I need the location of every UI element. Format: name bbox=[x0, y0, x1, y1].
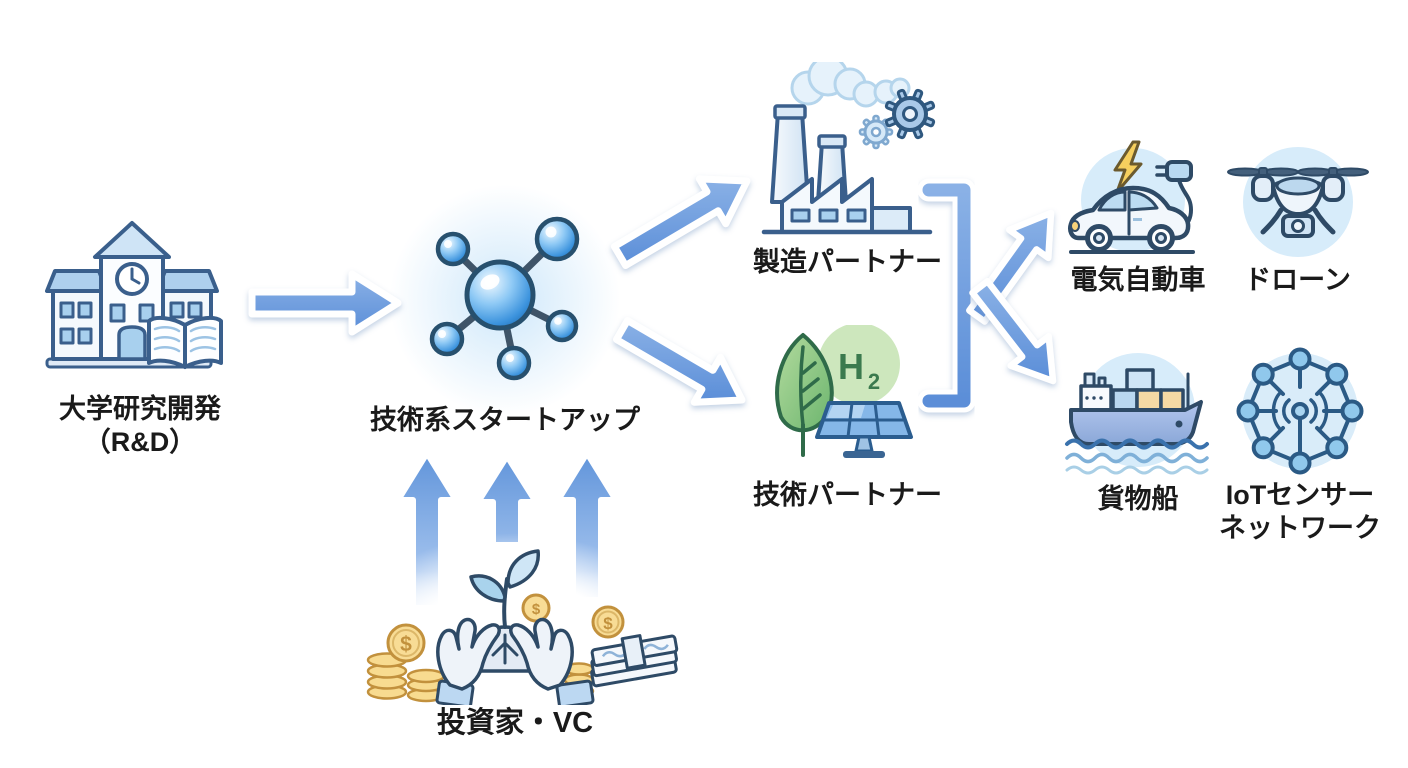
startup-label: 技術系スタートアップ bbox=[370, 405, 640, 435]
investors-label: 投資家・VC bbox=[436, 707, 594, 739]
coin-small-center: $ bbox=[521, 593, 551, 623]
factory-gears-icon bbox=[761, 62, 935, 235]
arrow-university-to-startup bbox=[248, 270, 402, 336]
node-drone: ドローン bbox=[1225, 140, 1370, 297]
node-ev: 電気自動車 bbox=[1058, 140, 1218, 297]
clock-icon bbox=[115, 262, 149, 296]
hands-sprout-money-icon: $ $ bbox=[366, 549, 679, 705]
funding-arrow-middle bbox=[475, 453, 539, 548]
waves bbox=[1065, 438, 1209, 475]
leaf-icon bbox=[774, 333, 834, 457]
cargo-ship-icon bbox=[1065, 353, 1209, 475]
banknote-stack bbox=[590, 634, 679, 688]
ev-label: 電気自動車 bbox=[1070, 265, 1206, 295]
university-building-icon bbox=[45, 221, 223, 369]
iot-sensor-network-icon bbox=[1236, 347, 1364, 475]
dollar-sign: $ bbox=[532, 601, 541, 618]
node-startup: 技術系スタートアップ bbox=[355, 212, 655, 437]
bracket-partners bbox=[917, 178, 976, 413]
node-iot: IoTセンサー ネットワーク bbox=[1219, 345, 1381, 545]
ship-label: 貨物船 bbox=[1097, 484, 1179, 514]
node-investors: $ $ bbox=[350, 543, 680, 740]
node-ship: 貨物船 bbox=[1058, 348, 1218, 516]
university-label-line2: （R&D） bbox=[83, 427, 197, 457]
iot-label-line2: ネットワーク bbox=[1219, 513, 1381, 543]
iot-label-line1: IoTセンサー bbox=[1225, 480, 1375, 510]
smoke-clouds bbox=[790, 62, 910, 108]
molecule-network-icon bbox=[429, 216, 580, 381]
dollar-sign: $ bbox=[400, 633, 412, 656]
sprout-icon bbox=[469, 549, 540, 629]
solar-panel-icon bbox=[814, 401, 913, 458]
leaf-h2-solar-icon: H 2 bbox=[774, 325, 913, 458]
open-book-icon bbox=[147, 315, 223, 369]
node-manufacturing: 製造パートナー bbox=[745, 62, 950, 279]
h2-circle bbox=[817, 325, 900, 405]
node-technology: H 2 技術パートナー bbox=[745, 325, 950, 512]
dollar-sign: $ bbox=[603, 614, 613, 633]
drone-label: ドローン bbox=[1244, 265, 1351, 295]
wifi-arcs bbox=[1271, 390, 1329, 432]
hands-icon bbox=[435, 617, 595, 705]
arrow-startup-to-manufacturing bbox=[610, 175, 751, 269]
lightning-icon bbox=[1113, 140, 1143, 194]
ev-car-plug-icon bbox=[1068, 140, 1195, 254]
gear-small-icon bbox=[858, 114, 893, 150]
coin-large-left: $ bbox=[386, 623, 426, 663]
manufacturing-label: 製造パートナー bbox=[753, 247, 942, 277]
technology-label: 技術パートナー bbox=[753, 480, 942, 510]
coin-right: $ bbox=[591, 605, 625, 639]
university-label-line1: 大学研究開発 bbox=[59, 394, 221, 424]
node-university: 大学研究開発 （R&D） bbox=[20, 213, 260, 459]
arrow-startup-to-technology bbox=[613, 317, 746, 406]
arrow-split-to-ship-iot bbox=[969, 277, 1057, 385]
h2-subscript: 2 bbox=[867, 369, 879, 394]
gear-large-icon bbox=[884, 88, 935, 140]
h2-text: H bbox=[838, 346, 864, 387]
drone-icon bbox=[1226, 147, 1369, 257]
